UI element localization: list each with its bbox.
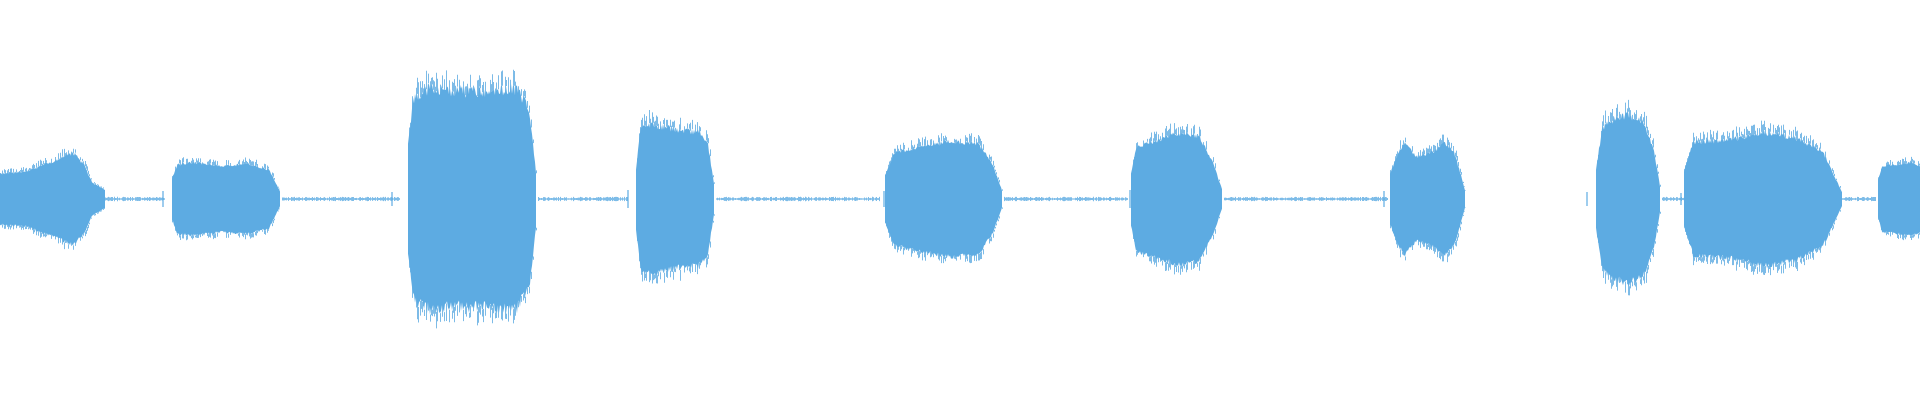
waveform-segment[interactable] xyxy=(1131,123,1222,275)
waveform-baseline xyxy=(716,196,880,202)
waveform-segment-spikes xyxy=(172,157,280,241)
waveform-segment-body xyxy=(636,122,714,276)
waveform-segment[interactable] xyxy=(1390,134,1466,263)
waveform-baseline xyxy=(1662,196,1684,202)
waveform-segment-spikes xyxy=(1390,134,1466,263)
waveform-segment-body xyxy=(1878,161,1920,236)
waveform-segment-body xyxy=(408,83,536,315)
waveform-segment-spikes xyxy=(1133,123,1220,275)
waveform-baseline xyxy=(282,196,400,202)
waveform-baseline xyxy=(1842,196,1876,202)
waveform-segment[interactable] xyxy=(408,69,537,329)
waveform-segment-spikes xyxy=(1684,120,1841,276)
waveform-segment[interactable] xyxy=(885,133,1003,264)
waveform-segment-body xyxy=(1596,111,1660,287)
waveform-baseline xyxy=(538,196,628,202)
waveform-segment[interactable] xyxy=(1878,156,1920,241)
waveform-segment-body xyxy=(1131,132,1222,267)
waveform-segment[interactable] xyxy=(0,148,105,250)
waveform-segment-spikes xyxy=(2,148,104,250)
waveform-baseline xyxy=(1004,196,1128,202)
waveform-baseline xyxy=(1224,196,1388,202)
waveform-track xyxy=(0,69,1920,329)
waveform-segment-spikes xyxy=(637,110,715,284)
waveform-segment[interactable] xyxy=(1684,120,1842,276)
waveform-segment-body xyxy=(1390,141,1465,257)
waveform-segment-body xyxy=(1684,130,1842,269)
waveform-segment[interactable] xyxy=(172,157,280,241)
waveform-segment-spikes xyxy=(1878,156,1920,241)
waveform-segment-body xyxy=(885,139,1002,259)
waveform-segment[interactable] xyxy=(1596,99,1661,296)
waveform-segment-spikes xyxy=(885,133,1003,264)
waveform-segment-spikes xyxy=(409,69,537,329)
waveform-segment-body xyxy=(172,161,280,237)
waveform-baseline xyxy=(105,196,165,202)
waveform-segment-body xyxy=(0,151,105,246)
waveform-segment-spikes xyxy=(1597,99,1661,296)
waveform-segment[interactable] xyxy=(636,110,715,284)
